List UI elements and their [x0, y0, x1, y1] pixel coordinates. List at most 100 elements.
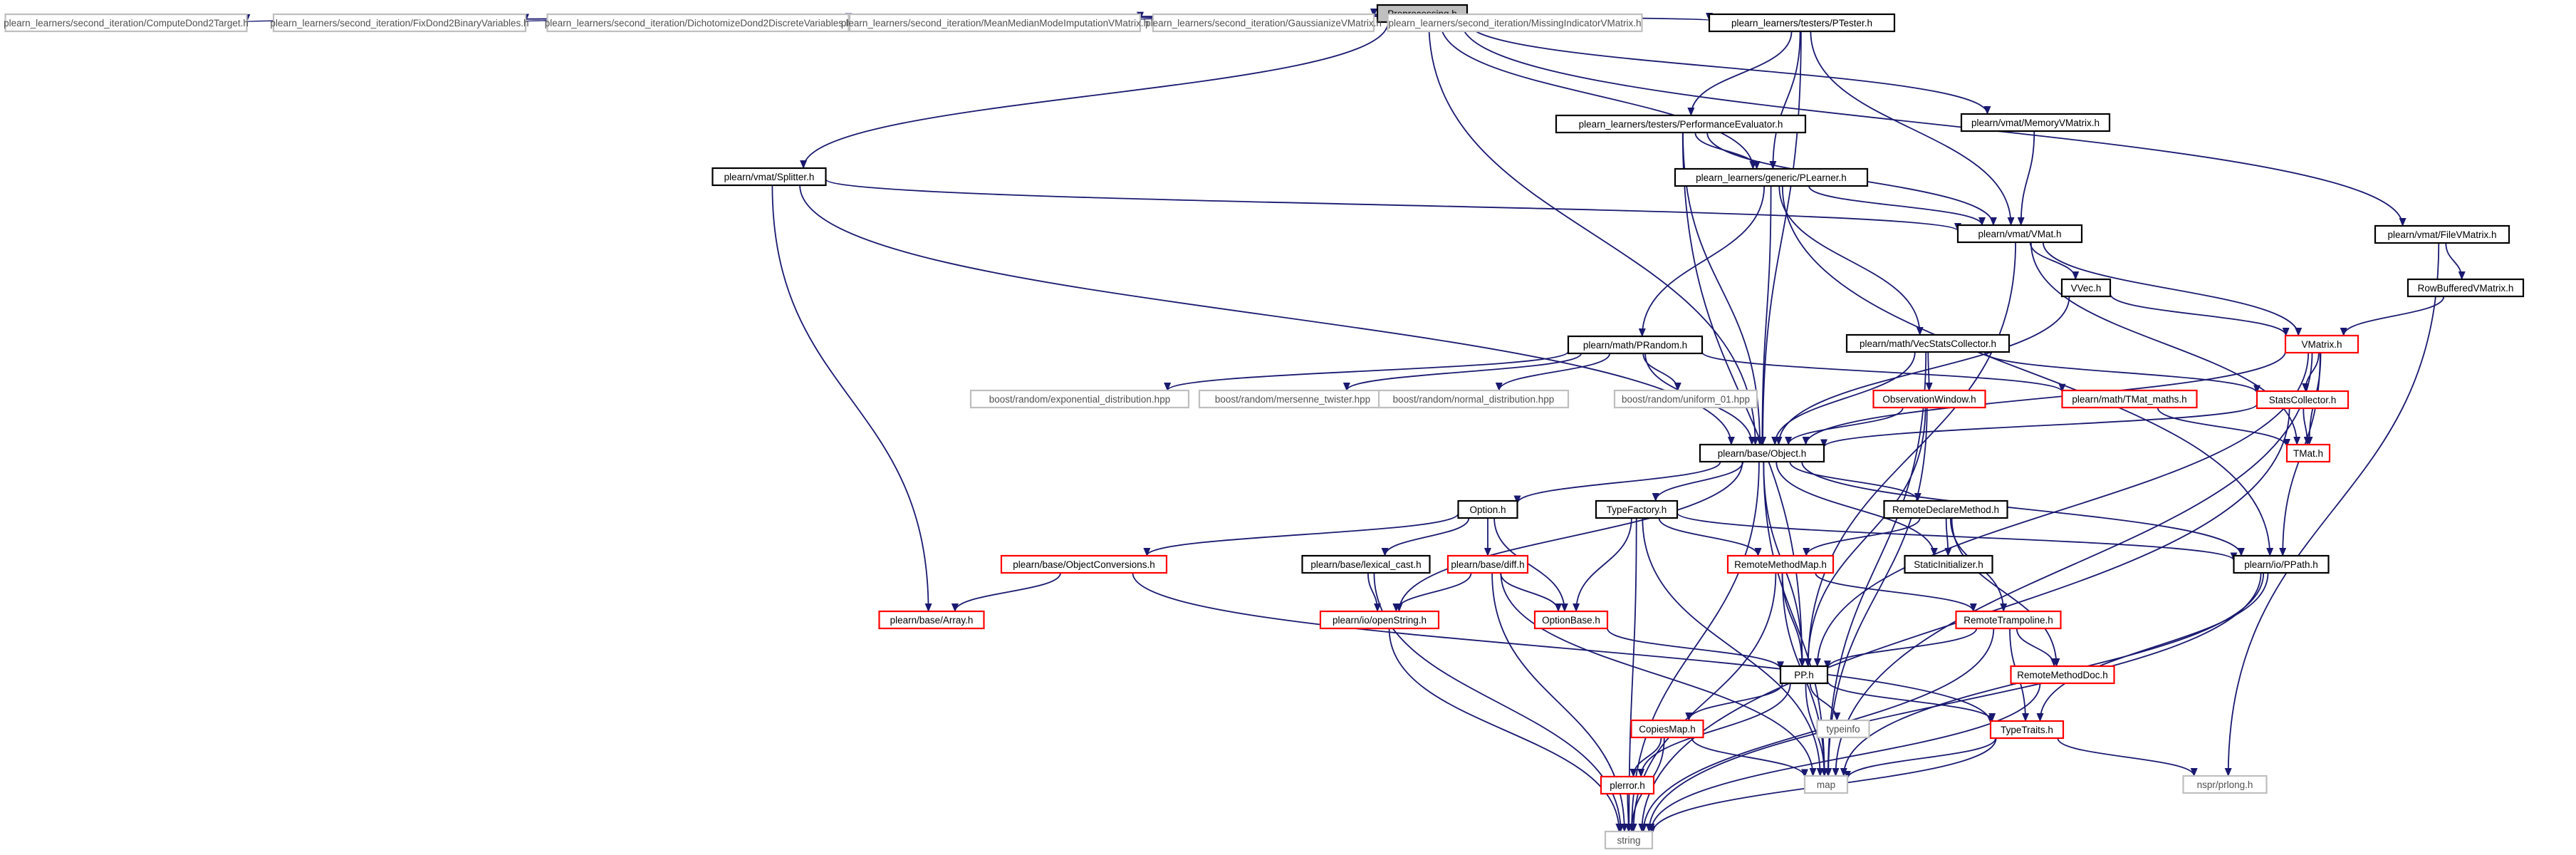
node-objconv[interactable]: plearn/base/ObjectConversions.h	[1000, 554, 1168, 574]
node-string: string	[1604, 830, 1654, 850]
node-label: TypeTraits.h	[2001, 725, 2053, 735]
node-pp[interactable]: PP.h	[1779, 665, 1829, 685]
node-optionbase[interactable]: OptionBase.h	[1533, 610, 1609, 630]
edge-line	[1759, 31, 1802, 445]
edge-option-to-lexicalcast	[1381, 517, 1470, 556]
edge-prandom-to-unif01	[1642, 353, 1681, 391]
edge-lexicalcast-to-openstring	[1367, 572, 1382, 612]
node-ptester[interactable]: plearn_learners/testers/PTester.h	[1708, 13, 1896, 33]
node-box	[1319, 610, 1440, 630]
edge-line	[2110, 293, 2290, 336]
edge-line	[1844, 737, 1996, 779]
node-array[interactable]: plearn/base/Array.h	[878, 610, 985, 630]
node-copiesmap[interactable]: CopiesMap.h	[1630, 719, 1704, 739]
edge-object-to-string	[1628, 461, 1760, 832]
node-box	[546, 13, 850, 33]
node-box	[1595, 499, 1679, 519]
node-remotemethodmap[interactable]: RemoteMethodMap.h	[1726, 554, 1835, 574]
node-staticinit[interactable]: StaticInitializer.h	[1904, 554, 1993, 574]
edge-line	[1778, 185, 1924, 336]
node-tmatmaths[interactable]: plearn/math/TMat_maths.h	[2061, 389, 2198, 409]
node-label: typeinfo	[1826, 724, 1860, 735]
edge-line	[1824, 628, 1978, 670]
node-typetraits[interactable]: TypeTraits.h	[1989, 720, 2065, 740]
edge-line	[1573, 517, 1632, 612]
node-vecstats[interactable]: plearn/math/VecStatsCollector.h	[1845, 333, 2011, 353]
node-box	[1377, 389, 1570, 409]
node-label: CopiesMap.h	[1639, 724, 1696, 735]
node-splitter[interactable]: plearn/vmat/Splitter.h	[711, 167, 827, 187]
edge-object-to-remotedeclare	[1789, 461, 1921, 502]
node-box	[1555, 114, 1807, 134]
edge-line	[2029, 242, 2080, 280]
edge-plearner-to-ppath	[1781, 185, 2274, 556]
node-label: PP.h	[1794, 670, 1814, 680]
edge-vecstats-to-obswindow	[1925, 351, 1933, 391]
edge-line	[1820, 403, 2258, 448]
node-remotetramp[interactable]: RemoteTrampoline.h	[1955, 610, 2062, 630]
node-diff[interactable]: plearn/base/diff.h	[1446, 554, 1529, 574]
node-filevm[interactable]: plearn/vmat/FileVMatrix.h	[2374, 224, 2510, 244]
node-box	[1708, 13, 1896, 33]
node-box	[272, 13, 527, 33]
node-label: plearn_learners/testers/PTester.h	[1731, 18, 1872, 28]
node-object[interactable]: plearn/base/Object.h	[1699, 443, 1825, 463]
node-option[interactable]: Option.h	[1457, 499, 1518, 519]
edge-line	[2157, 407, 2290, 447]
edge-line	[1687, 31, 1793, 116]
edge-pp-to-plerror	[1637, 683, 1791, 777]
node-box	[4, 13, 248, 33]
node-label: plearn_learners/second_iteration/Gaussia…	[1145, 18, 1382, 28]
node-statscoll[interactable]: StatsCollector.h	[2256, 390, 2350, 410]
edge-ptester-to-object	[1759, 31, 1802, 445]
edge-object-to-ppath	[1801, 461, 2245, 556]
edge-preprocessing-to-filevm	[1461, 21, 2406, 227]
node-label: plearn/vmat/FileVMatrix.h	[2387, 229, 2496, 240]
edge-ptester-to-perfeval	[1687, 31, 1793, 116]
edge-line	[1642, 517, 1824, 777]
node-unif01: boost/random/uniform_01.hpp	[1613, 389, 1758, 409]
node-memoryvm[interactable]: plearn/vmat/MemoryVMatrix.h	[1960, 113, 2111, 133]
node-perfeval[interactable]: plearn_learners/testers/PerformanceEvalu…	[1555, 114, 1807, 134]
edge-perfeval-to-object	[1682, 132, 1763, 445]
node-gaussianize: plearn_learners/second_iteration/Gaussia…	[1145, 13, 1382, 33]
node-vvec[interactable]: VVec.h	[2060, 278, 2112, 298]
edge-line	[2445, 242, 2466, 280]
node-box	[1604, 830, 1654, 850]
edge-line	[1827, 680, 1996, 722]
edge-optionbase-to-pp	[1607, 628, 1784, 670]
node-prandom[interactable]: plearn/math/PRandom.h	[1567, 335, 1704, 355]
edge-remotedeclare-to-remotedoc	[1951, 517, 2060, 667]
node-box	[1803, 774, 1849, 794]
edge-statscoll-to-tmat	[2303, 408, 2311, 445]
edge-object-to-openstring	[1395, 461, 1743, 612]
node-remotedeclare[interactable]: RemoteDeclareMethod.h	[1883, 499, 2008, 519]
node-plerror[interactable]: plerror.h	[1600, 775, 1655, 795]
node-lexicalcast[interactable]: plearn/base/lexical_cast.h	[1301, 554, 1431, 574]
node-label: plearn_learners/second_iteration/Missing…	[1389, 18, 1642, 28]
node-tmat[interactable]: TMat.h	[2285, 443, 2331, 463]
node-box	[1883, 499, 2008, 519]
edge-ptester-to-plearner	[1769, 31, 1801, 170]
node-remotedoc[interactable]: RemoteMethodDoc.h	[2010, 665, 2115, 685]
node-nsprlong: nspr/prlong.h	[2182, 774, 2268, 794]
node-label: StatsCollector.h	[2269, 395, 2337, 405]
edge-line	[1642, 353, 1681, 391]
node-openstring[interactable]: plearn/io/openString.h	[1319, 610, 1440, 630]
node-typefactory[interactable]: TypeFactory.h	[1595, 499, 1679, 519]
edge-vecstats-to-map	[1824, 351, 1927, 777]
node-expdist: boost/random/exponential_distribution.hp…	[969, 389, 1190, 409]
edge-line	[1803, 517, 1921, 556]
node-label: RemoteMethodMap.h	[1734, 559, 1827, 570]
node-obswindow[interactable]: ObservationWindow.h	[1872, 389, 1986, 409]
node-meanmedian: plearn_learners/second_iteration/MeanMed…	[841, 13, 1149, 33]
node-rowbuffered[interactable]: RowBufferedVMatrix.h	[2406, 278, 2525, 298]
node-plearner[interactable]: plearn_learners/generic/PLearner.h	[1674, 167, 1869, 187]
edge-remotemethodmap-to-string	[1629, 572, 1777, 832]
node-vmatrix[interactable]: VMatrix.h	[2284, 334, 2359, 354]
node-ppath[interactable]: plearn/io/PPath.h	[2233, 554, 2330, 574]
node-label: map	[1817, 779, 1835, 790]
edge-vmat-to-vmatrix	[2042, 242, 2303, 336]
node-vmat[interactable]: plearn/vmat/VMat.h	[1956, 224, 2083, 244]
node-box	[1989, 720, 2065, 740]
